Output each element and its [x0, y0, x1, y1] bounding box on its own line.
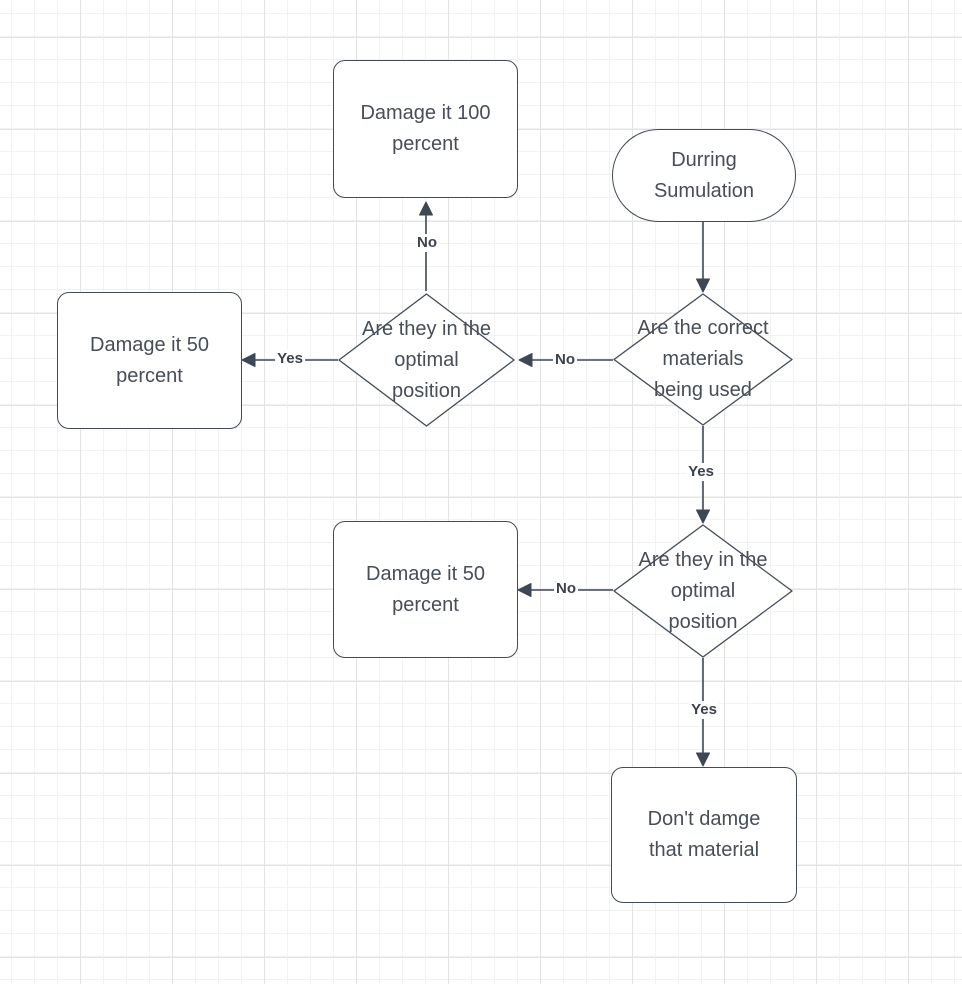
edge-label-materials-yes[interactable]: Yes: [686, 463, 716, 481]
arrowhead-left-icon: [241, 353, 256, 367]
arrowhead-left-icon: [518, 353, 533, 367]
diamond-shape-icon: [613, 524, 793, 658]
arrowhead-down-icon: [696, 278, 710, 293]
edge-during-to-materials[interactable]: [696, 222, 710, 293]
edge-label-materials-no[interactable]: No: [553, 351, 577, 369]
arrowhead-down-icon: [696, 509, 710, 524]
edge-label-optimal-bottom-no[interactable]: No: [554, 580, 578, 598]
arrowhead-down-icon: [696, 752, 710, 767]
diamond-shape-icon: [613, 293, 793, 426]
diamond-shape-icon: [338, 293, 515, 427]
edge-label-optimal-top-yes[interactable]: Yes: [275, 350, 305, 368]
arrowhead-left-icon: [517, 583, 532, 597]
edge-label-optimal-top-no[interactable]: No: [415, 234, 439, 252]
edge-optimal-top-no[interactable]: [419, 201, 433, 291]
edge-label-optimal-bottom-yes[interactable]: Yes: [689, 701, 719, 719]
arrowhead-up-icon: [419, 201, 433, 216]
node-damage-50-mid[interactable]: Damage it 50 percent: [333, 521, 518, 658]
